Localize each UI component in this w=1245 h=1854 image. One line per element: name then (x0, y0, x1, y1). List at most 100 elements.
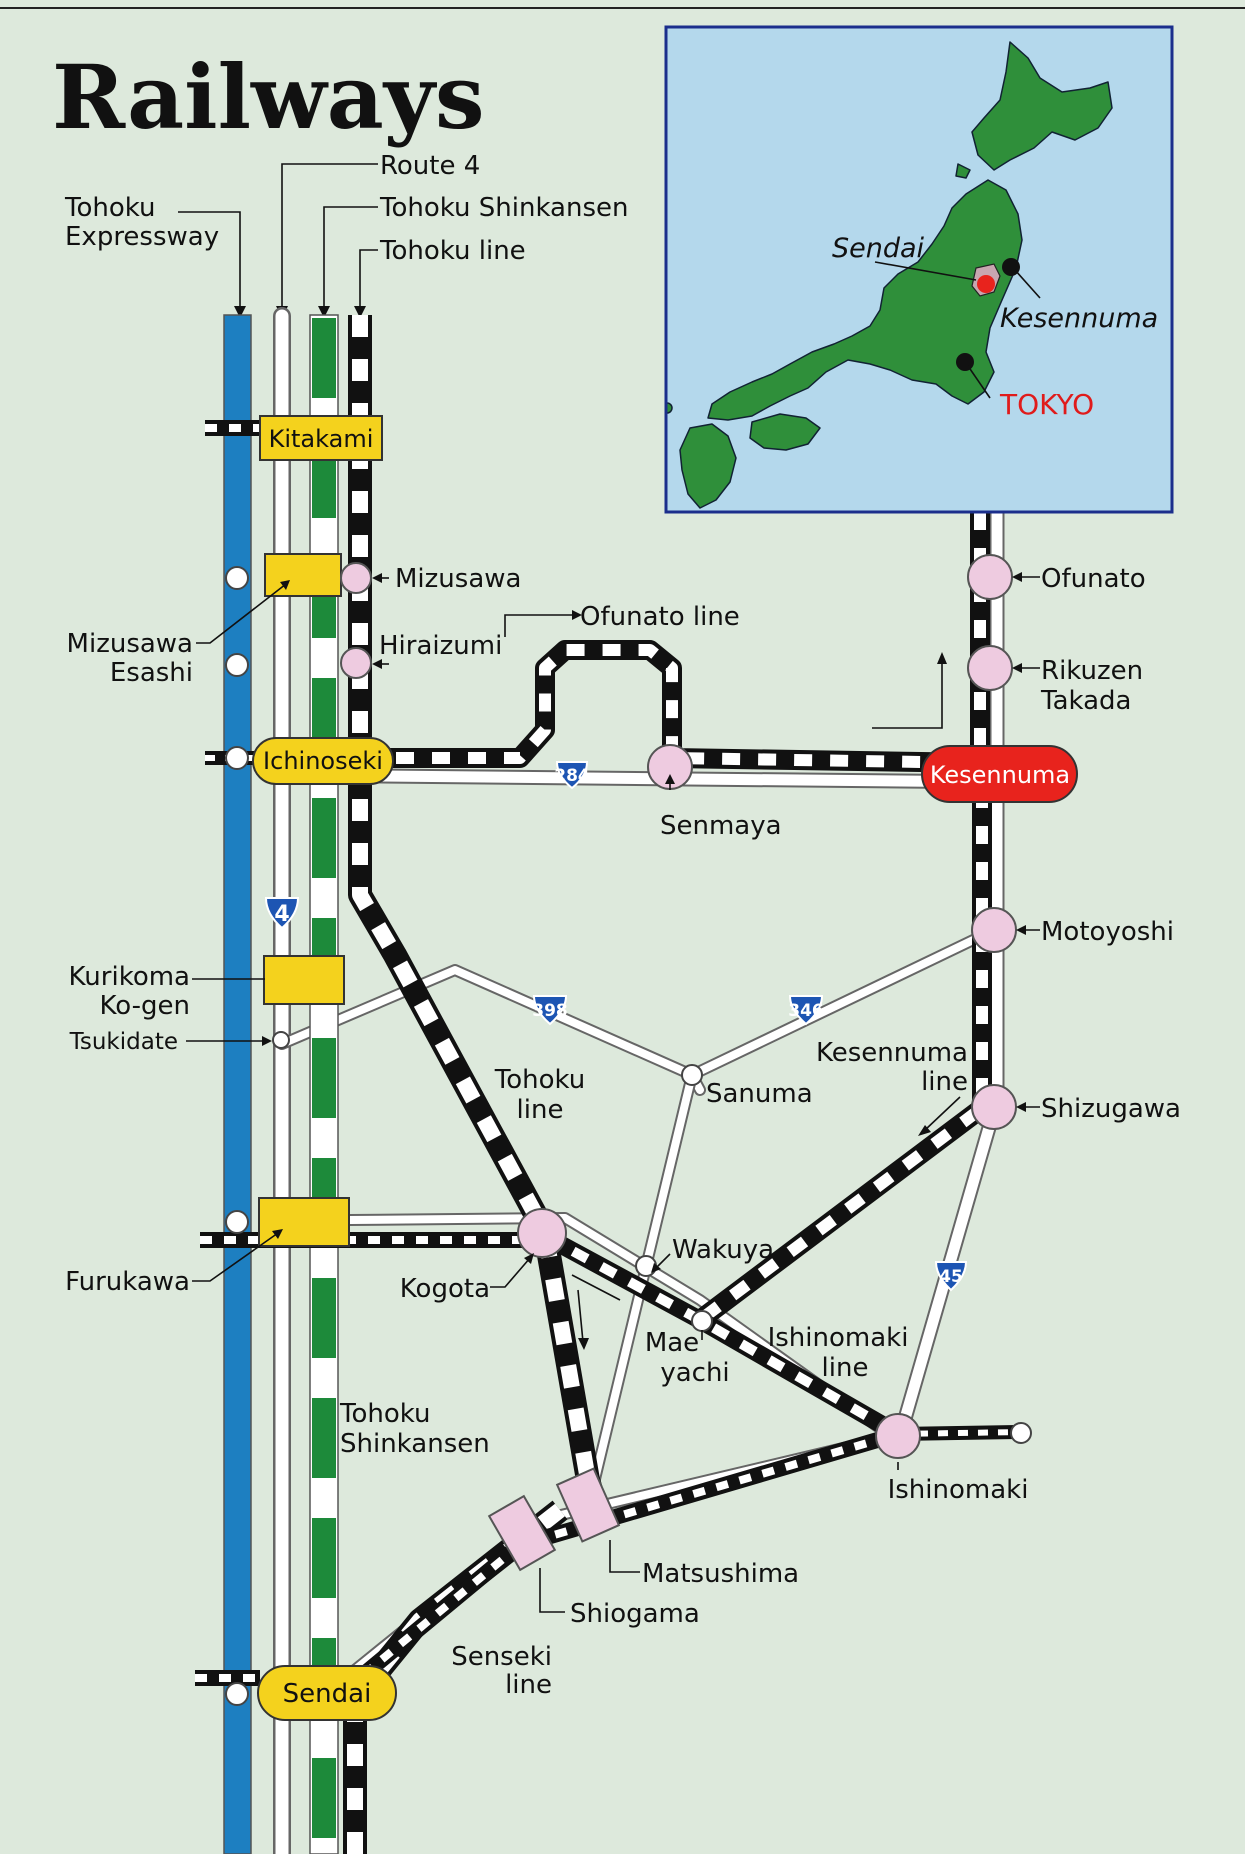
label-senmaya: Senmaya (660, 811, 782, 841)
inset-label-sendai: Sendai (832, 233, 925, 264)
station-tsukidate (272, 1031, 290, 1049)
station-hiraizumi (340, 647, 372, 679)
station-ofunato (967, 554, 1013, 600)
expressway-interchanges (225, 566, 249, 1706)
label-leaders (186, 572, 1040, 1613)
label-kogota: Kogota (400, 1274, 490, 1304)
label-ofunato-line: Ofunato line (580, 602, 740, 632)
map-title: Railways (52, 45, 484, 149)
legend-leaders (178, 163, 378, 318)
svg-text:Sendai: Sendai (283, 1679, 372, 1709)
tohoku-shinkansen-track (309, 314, 339, 1854)
station-ichinoseki: Ichinoseki (252, 737, 394, 785)
legend-tohoku-line: Tohoku line (379, 236, 526, 266)
legend-expressway-l1: Tohoku (64, 193, 156, 223)
label-mizusawa-esashi-l2: Esashi (110, 658, 193, 688)
station-sendai: Sendai (257, 1665, 397, 1721)
label-hiraizumi: Hiraizumi (379, 631, 502, 661)
label-tohoku-shinkansen-l1: Tohoku (339, 1399, 431, 1429)
shikoku-shape (749, 413, 821, 451)
label-rikuzen-takada-l2: Takada (1040, 686, 1131, 716)
label-tohoku-shinkansen-l2: Shinkansen (340, 1429, 490, 1459)
label-furukawa: Furukawa (65, 1267, 190, 1297)
station-kitakami: Kitakami (259, 415, 383, 461)
svg-text:284: 284 (554, 766, 590, 786)
label-ishinomaki-line-l2: line (822, 1353, 869, 1383)
station-shizugawa (971, 1084, 1017, 1130)
legend-route4: Route 4 (380, 151, 480, 181)
inset-tokyo-dot (956, 353, 974, 371)
kyushu-shape (679, 423, 737, 509)
route-shield-284: 284 (554, 761, 590, 790)
tohoku-expressway (223, 314, 252, 1854)
station-shiogama (487, 1494, 557, 1572)
label-senseki-line-l2: line (505, 1670, 552, 1700)
label-shiogama: Shiogama (570, 1599, 700, 1629)
inset-map: Sendai Kesennuma TOKYO (664, 25, 1174, 514)
hokkaido-shape (971, 41, 1113, 171)
label-sanuma: Sanuma (706, 1079, 813, 1109)
station-motoyoshi (971, 907, 1017, 953)
legend-shinkansen: Tohoku Shinkansen (379, 193, 628, 223)
route-shield-45: 45 (934, 1261, 968, 1292)
station-furukawa-box (258, 1197, 350, 1247)
inset-label-tokyo: TOKYO (999, 388, 1094, 421)
label-ishinomaki: Ishinomaki (888, 1475, 1029, 1505)
inset-label-kesennuma: Kesennuma (1000, 303, 1158, 334)
label-tohoku-line-l1: Tohoku (494, 1065, 586, 1095)
svg-text:45: 45 (939, 1267, 963, 1287)
label-motoyoshi: Motoyoshi (1041, 917, 1174, 947)
station-ishinomaki (875, 1413, 921, 1459)
label-ishinomaki-line-l1: Ishinomaki (768, 1323, 909, 1353)
svg-text:Kesennuma: Kesennuma (930, 761, 1070, 789)
svg-text:4: 4 (274, 902, 289, 927)
label-maeyachi-l2: yachi (660, 1358, 729, 1388)
inset-sendai-dot (977, 275, 995, 293)
label-shizugawa: Shizugawa (1041, 1094, 1181, 1124)
station-mizusawa (340, 562, 372, 594)
station-wakuya (635, 1255, 657, 1277)
station-kesennuma: Kesennuma (921, 745, 1078, 803)
label-wakuya: Wakuya (672, 1235, 774, 1265)
legend-expressway-l2: Expressway (65, 222, 219, 252)
label-senseki-line-l1: Senseki (451, 1642, 552, 1672)
label-ofunato: Ofunato (1041, 564, 1146, 594)
route-shield-4: 4 (264, 897, 300, 930)
label-matsushima: Matsushima (642, 1559, 799, 1589)
station-mizusawa-esashi-box (264, 553, 342, 597)
svg-text:Ichinoseki: Ichinoseki (263, 747, 383, 775)
label-tohoku-line-l2: line (517, 1095, 564, 1125)
station-kurikoma-kogen-box (263, 955, 345, 1005)
label-kurikoma-kogen-l1: Kurikoma (69, 962, 190, 992)
svg-text:346: 346 (788, 1001, 824, 1021)
label-maeyachi-l1: Mae (645, 1328, 699, 1358)
honshu-shape (707, 179, 1023, 421)
station-sanuma (681, 1064, 703, 1086)
station-kogota (517, 1208, 567, 1258)
label-kurikoma-kogen-l2: Ko-gen (99, 991, 190, 1021)
svg-text:Kitakami: Kitakami (269, 425, 374, 453)
label-kesennuma-line-l1: Kesennuma (816, 1038, 968, 1068)
label-mizusawa-esashi-l1: Mizusawa (67, 629, 193, 659)
station-ishinomaki-east (1010, 1422, 1032, 1444)
route-shield-398: 398 (532, 995, 568, 1026)
route-shield-346: 346 (788, 995, 824, 1026)
svg-text:398: 398 (532, 1001, 568, 1021)
label-mizusawa: Mizusawa (395, 564, 521, 594)
station-matsushima (555, 1467, 621, 1543)
label-tsukidate: Tsukidate (69, 1029, 178, 1055)
label-rikuzen-takada-l1: Rikuzen (1041, 656, 1143, 686)
label-kesennuma-line-l2: line (921, 1067, 968, 1097)
station-rikuzen-takada (967, 645, 1013, 691)
